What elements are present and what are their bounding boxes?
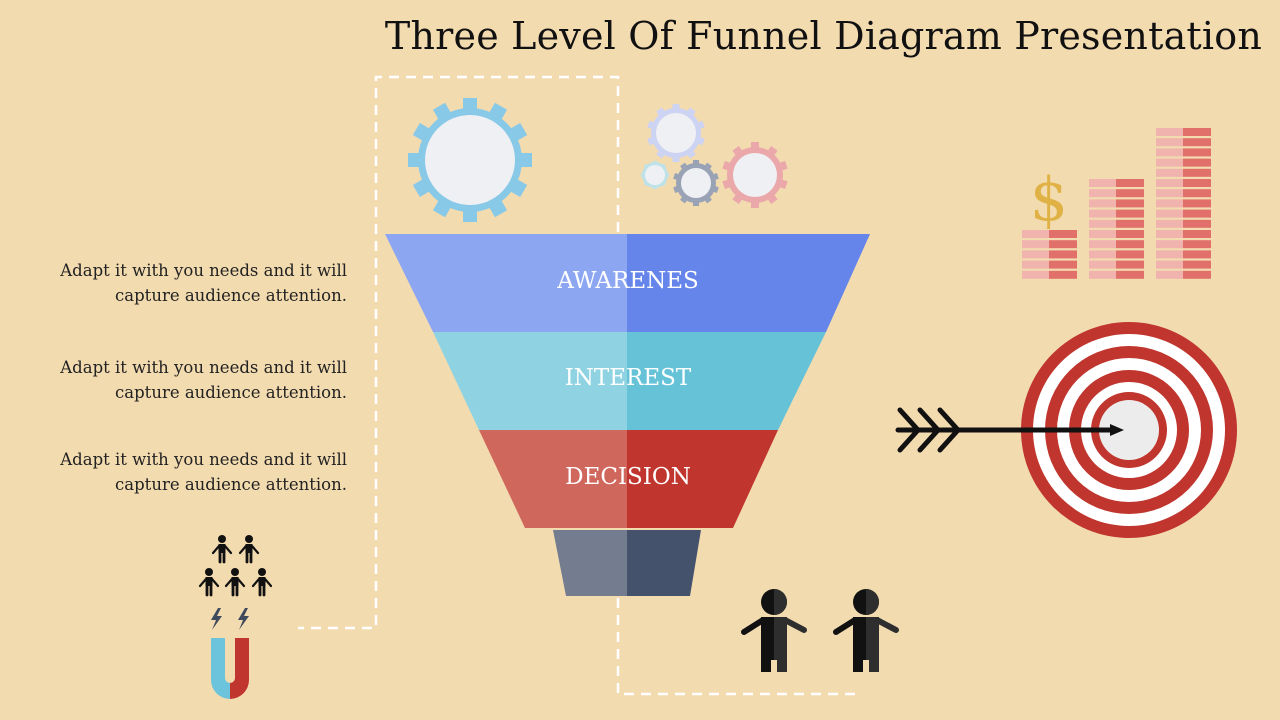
funnel-spout	[553, 530, 701, 596]
money-bars-icon: $	[1022, 128, 1211, 279]
people-group-icon	[198, 535, 273, 597]
target-icon	[1021, 322, 1237, 538]
description-text: Adapt it with you needs and it will capt…	[60, 358, 347, 402]
description-text: Adapt it with you needs and it will capt…	[60, 450, 347, 494]
person-icon	[833, 589, 899, 672]
description-text: Adapt it with you needs and it will capt…	[60, 261, 347, 305]
person-icon	[741, 589, 807, 672]
stage-label: AWARENES	[556, 268, 699, 294]
funnel-stage-awareness: AWARENES	[385, 234, 870, 332]
stage-label: INTEREST	[565, 365, 692, 391]
lightning-icon	[211, 608, 249, 630]
gears-cluster-icon	[641, 104, 788, 208]
funnel-stage-decision: DECISION	[479, 430, 778, 528]
gear-icon	[408, 98, 532, 222]
dashed-connector	[298, 75, 860, 696]
dollar-icon: $	[1030, 165, 1068, 235]
funnel: AWARENES INTEREST DECISION	[385, 234, 870, 596]
funnel-stage-interest: INTEREST	[433, 332, 826, 430]
arrow-icon	[895, 407, 1124, 453]
magnet-icon	[211, 638, 249, 699]
stage-label: DECISION	[565, 464, 691, 490]
page-title: Three Level Of Funnel Diagram Presentati…	[384, 14, 1262, 58]
